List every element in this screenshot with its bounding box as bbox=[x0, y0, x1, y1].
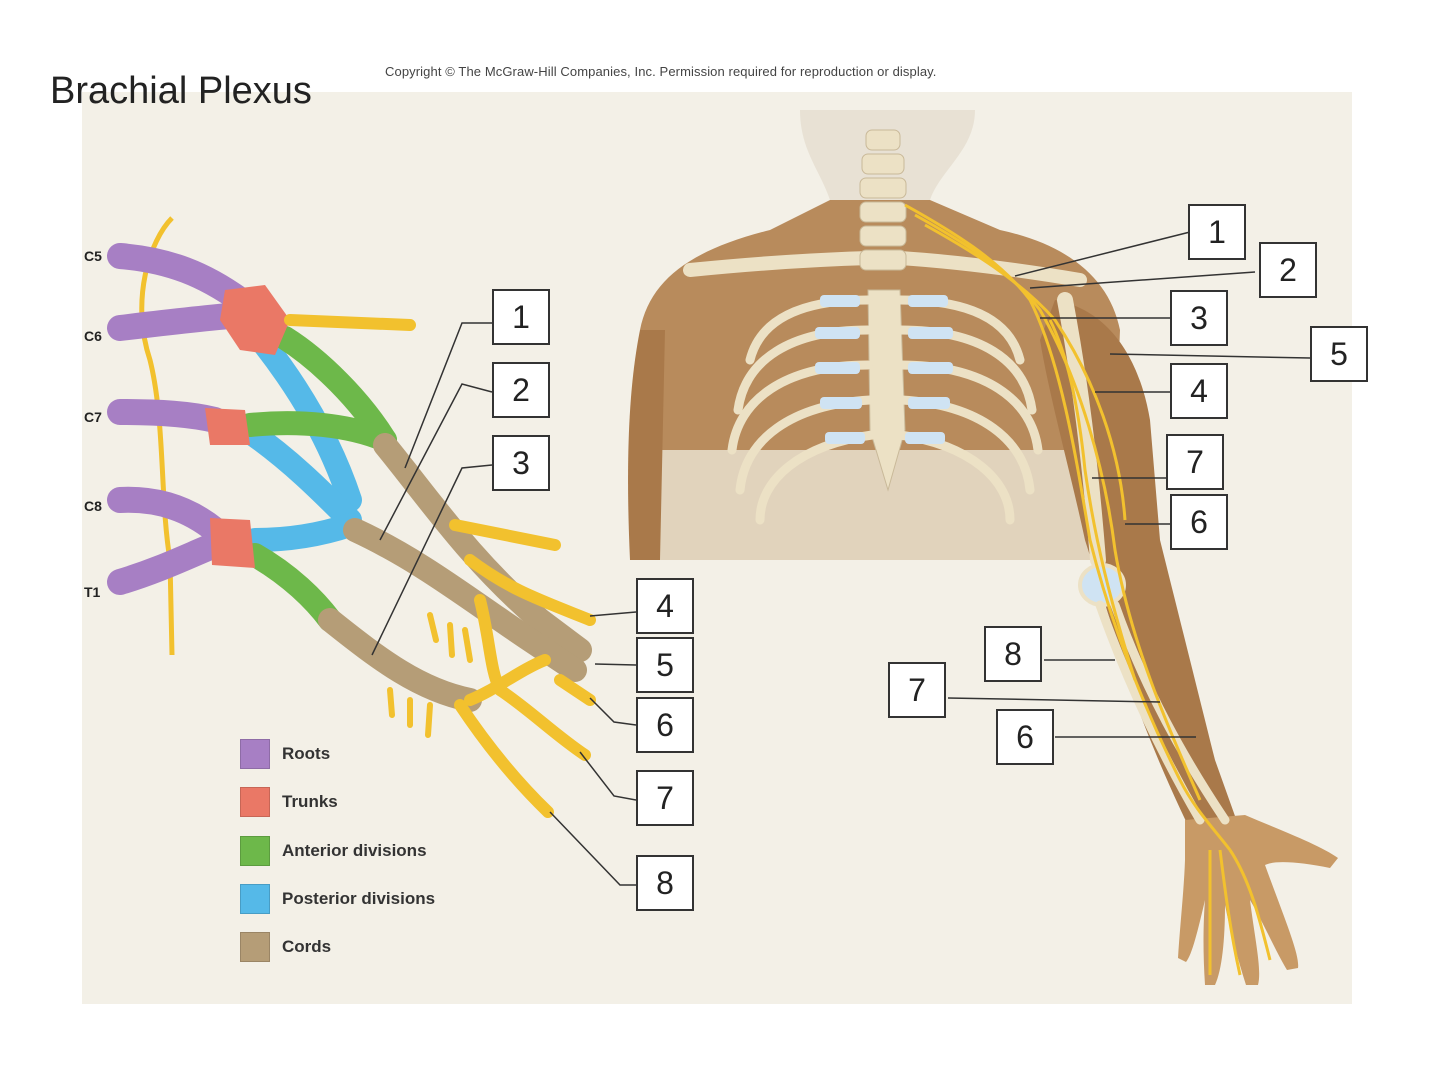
left-label-box-6: 6 bbox=[636, 697, 694, 753]
legend-label-posterior-divisions: Posterior divisions bbox=[282, 889, 436, 908]
root-label-c7: C7 bbox=[84, 409, 102, 425]
root-label-c6: C6 bbox=[84, 328, 102, 344]
schematic-plexus bbox=[107, 216, 637, 886]
page-title: Brachial Plexus bbox=[50, 70, 312, 112]
left-label-box-1: 1 bbox=[492, 289, 550, 345]
left-label-box-8: 8 bbox=[636, 855, 694, 911]
legend-swatch-posterior-divisions bbox=[240, 884, 270, 914]
copyright-notice: Copyright © The McGraw-Hill Companies, I… bbox=[385, 64, 937, 79]
right-label-box-6: 6 bbox=[1170, 494, 1228, 550]
legend-swatch-anterior-divisions bbox=[240, 836, 270, 866]
legend-label-cords: Cords bbox=[282, 937, 332, 956]
right-label-box-5: 5 bbox=[1310, 326, 1368, 382]
right-label-box-1: 1 bbox=[1188, 204, 1246, 260]
right-label-box-6b: 6 bbox=[996, 709, 1054, 765]
right-label-box-8: 8 bbox=[984, 626, 1042, 682]
legend-swatch-trunks bbox=[240, 787, 270, 817]
right-label-box-7: 7 bbox=[1166, 434, 1224, 490]
torso-illustration bbox=[628, 110, 1338, 985]
legend-label-trunks: Trunks bbox=[282, 792, 338, 811]
arm-nerves bbox=[904, 203, 1272, 976]
left-label-box-4: 4 bbox=[636, 578, 694, 634]
terminal-nerves bbox=[284, 314, 596, 818]
legend-label-anterior-divisions: Anterior divisions bbox=[282, 841, 427, 860]
left-label-box-3: 3 bbox=[492, 435, 550, 491]
right-label-box-2: 2 bbox=[1259, 242, 1317, 298]
legend-label-roots: Roots bbox=[282, 744, 331, 763]
legend-item-cords: Cords bbox=[240, 932, 331, 962]
left-label-box-7: 7 bbox=[636, 770, 694, 826]
legend-swatch-cords bbox=[240, 932, 270, 962]
right-label-box-3: 3 bbox=[1170, 290, 1228, 346]
cords bbox=[318, 433, 592, 712]
root-label-c5: C5 bbox=[84, 248, 102, 264]
legend-item-posterior-divisions: Posterior divisions bbox=[240, 884, 435, 914]
root-label-t1: T1 bbox=[84, 584, 101, 600]
legend-item-anterior-divisions: Anterior divisions bbox=[240, 836, 427, 866]
right-label-box-7b: 7 bbox=[888, 662, 946, 718]
root-label-c8: C8 bbox=[84, 498, 102, 514]
legend-item-trunks: Trunks bbox=[240, 787, 338, 817]
left-label-box-2: 2 bbox=[492, 362, 550, 418]
trunks bbox=[205, 285, 290, 568]
legend-item-roots: Roots bbox=[240, 739, 330, 769]
right-label-box-4: 4 bbox=[1170, 363, 1228, 419]
left-leader-lines bbox=[371, 322, 637, 886]
legend-swatch-roots bbox=[240, 739, 270, 769]
left-label-box-5: 5 bbox=[636, 637, 694, 693]
right-leader-lines bbox=[947, 231, 1311, 738]
